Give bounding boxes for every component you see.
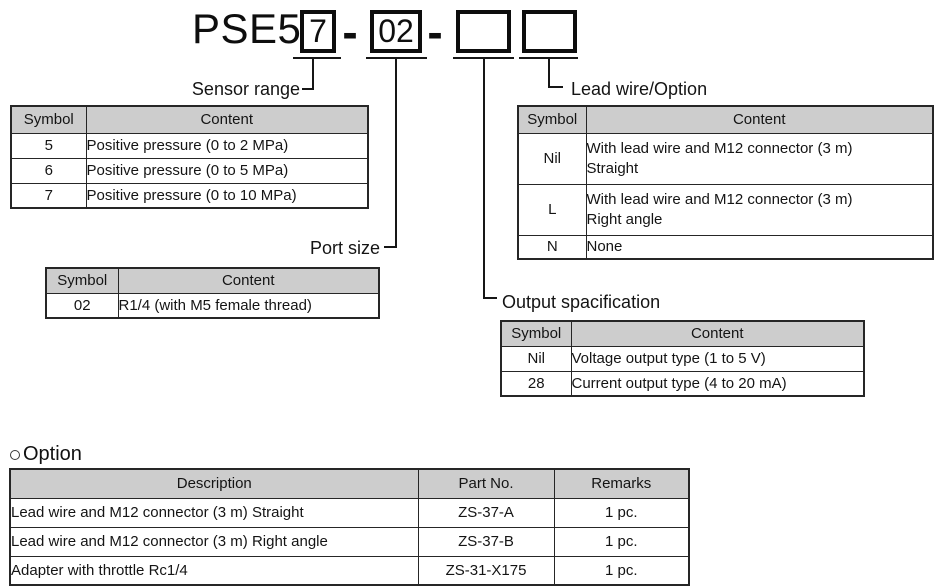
table-row: L With lead wire and M12 connector (3 m)… (517, 183, 934, 236)
connector-output-specification-horizontal (483, 297, 497, 299)
header-cell-description: Description (9, 468, 419, 499)
sensor-range-table: Symbol Content 5 Positive pressure (0 to… (10, 105, 369, 209)
symbol-cell: N (517, 234, 587, 260)
symbol-cell: Nil (517, 132, 587, 185)
description-cell: Lead wire and M12 connector (3 m) Straig… (9, 497, 419, 528)
lead-wire-option-table: Symbol Content Nil With lead wire and M1… (517, 105, 934, 260)
part-no-cell: ZS-37-A (417, 497, 555, 528)
option-section-heading: Option (10, 443, 82, 466)
option-section-title: Option (23, 443, 82, 465)
circle-bullet-icon (10, 449, 20, 460)
header-cell-part-no: Part No. (417, 468, 555, 499)
part-number-box-lead-wire-option (522, 10, 577, 53)
table-row: 02 R1/4 (with M5 female thread) (45, 292, 380, 319)
callout-sensor-range: Sensor range (191, 79, 300, 99)
table-header-row: Description Part No. Remarks (9, 468, 690, 499)
table-row: N None (517, 234, 934, 260)
connector-sensor-range-vertical (312, 57, 314, 90)
header-cell-symbol: Symbol (45, 267, 119, 294)
content-cell: Positive pressure (0 to 10 MPa) (85, 182, 369, 209)
table-row: Lead wire and M12 connector (3 m) Straig… (9, 497, 690, 528)
connector-lead-wire-horizontal (548, 86, 563, 88)
part-no-cell: ZS-37-B (417, 526, 555, 557)
header-cell-symbol: Symbol (517, 105, 587, 134)
header-cell-symbol: Symbol (500, 320, 572, 347)
separator-dash-2: - (427, 5, 443, 58)
content-cell: Voltage output type (1 to 5 V) (570, 345, 865, 372)
table-header-row: Symbol Content (517, 105, 934, 134)
content-cell: With lead wire and M12 connector (3 m) R… (585, 183, 934, 236)
table-row: Lead wire and M12 connector (3 m) Right … (9, 526, 690, 557)
remarks-cell: 1 pc. (553, 497, 690, 528)
table-row: Nil With lead wire and M12 connector (3 … (517, 132, 934, 185)
table-row: 6 Positive pressure (0 to 5 MPa) (10, 157, 369, 184)
option-table: Description Part No. Remarks Lead wire a… (9, 468, 690, 586)
header-cell-content: Content (585, 105, 934, 134)
table-row: 28 Current output type (4 to 20 mA) (500, 370, 865, 397)
table-header-row: Symbol Content (45, 267, 380, 294)
table-row: 7 Positive pressure (0 to 10 MPa) (10, 182, 369, 209)
connector-output-specification-vertical (483, 57, 485, 299)
connector-lead-wire-vertical (548, 57, 550, 88)
table-row: Adapter with throttle Rc1/4 ZS-31-X175 1… (9, 555, 690, 586)
remarks-cell: 1 pc. (553, 555, 690, 586)
table-header-row: Symbol Content (10, 105, 369, 134)
callout-output-specification: Output spacification (502, 292, 661, 312)
separator-dash-1: - (342, 5, 358, 58)
content-cell: With lead wire and M12 connector (3 m) S… (585, 132, 934, 185)
symbol-cell: L (517, 183, 587, 236)
callout-port-size: Port size (309, 238, 380, 258)
header-cell-content: Content (117, 267, 380, 294)
description-cell: Lead wire and M12 connector (3 m) Right … (9, 526, 419, 557)
header-cell-remarks: Remarks (553, 468, 690, 499)
header-cell-content: Content (570, 320, 865, 347)
symbol-cell: 6 (10, 157, 87, 184)
symbol-cell: Nil (500, 345, 572, 372)
connector-port-size-horizontal (384, 246, 397, 248)
output-specification-table: Symbol Content Nil Voltage output type (… (500, 320, 865, 397)
content-cell: Positive pressure (0 to 5 MPa) (85, 157, 369, 184)
symbol-cell: 28 (500, 370, 572, 397)
content-cell: Current output type (4 to 20 mA) (570, 370, 865, 397)
header-cell-content: Content (85, 105, 369, 134)
symbol-cell: 7 (10, 182, 87, 209)
table-row: 5 Positive pressure (0 to 2 MPa) (10, 132, 369, 159)
part-number-box-sensor-range: 7 (300, 10, 336, 53)
remarks-cell: 1 pc. (553, 526, 690, 557)
header-cell-symbol: Symbol (10, 105, 87, 134)
connector-sensor-range-horizontal (302, 88, 314, 90)
box-underline-1 (293, 57, 341, 59)
content-cell: Positive pressure (0 to 2 MPa) (85, 132, 369, 159)
part-number-box-port-size: 02 (370, 10, 422, 53)
description-cell: Adapter with throttle Rc1/4 (9, 555, 419, 586)
port-size-table: Symbol Content 02 R1/4 (with M5 female t… (45, 267, 380, 319)
symbol-cell: 5 (10, 132, 87, 159)
part-no-cell: ZS-31-X175 (417, 555, 555, 586)
table-header-row: Symbol Content (500, 320, 865, 347)
connector-port-size-vertical (395, 57, 397, 248)
table-row: Nil Voltage output type (1 to 5 V) (500, 345, 865, 372)
content-cell: None (585, 234, 934, 260)
part-number-box-output-specification (456, 10, 511, 53)
symbol-cell: 02 (45, 292, 119, 319)
callout-lead-wire-option: Lead wire/Option (571, 79, 708, 99)
content-cell: R1/4 (with M5 female thread) (117, 292, 380, 319)
